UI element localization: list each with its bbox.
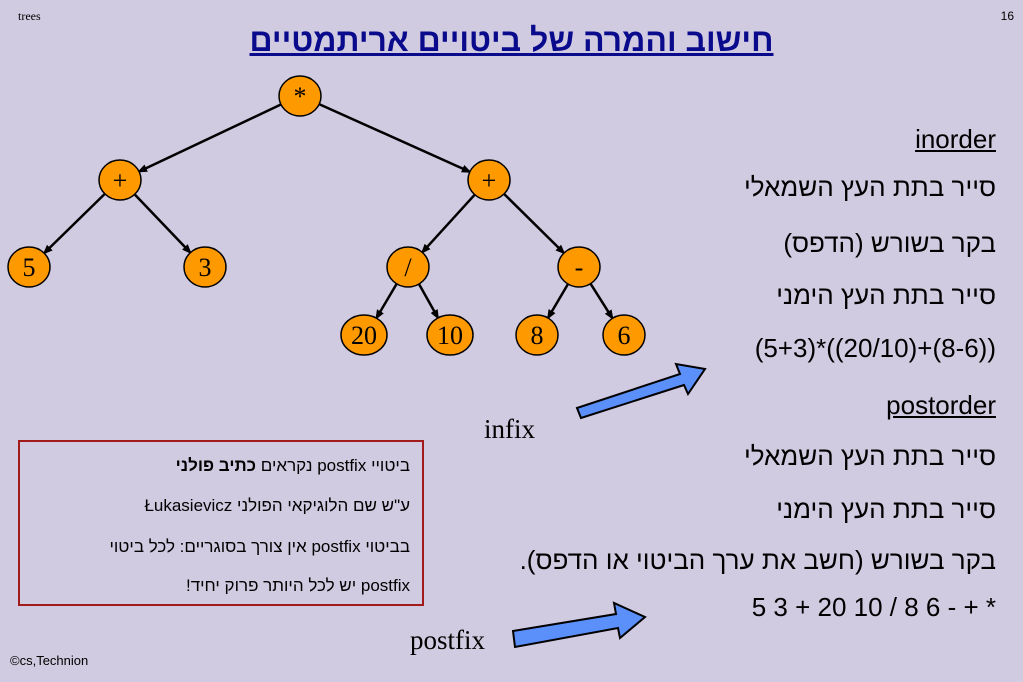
tree-node-label: 8 [531, 321, 544, 350]
tree-edge [502, 192, 566, 255]
tree-edge [588, 282, 615, 321]
tree-node-circle [557, 246, 601, 288]
tree-node-circle [467, 159, 511, 201]
tree-node-circle [278, 75, 322, 117]
tree-node-circle [426, 314, 474, 356]
slide-title: חישוב והמרה של ביטויים אריתמטיים [249, 22, 774, 58]
infix-arrow [575, 362, 707, 420]
tree-node: + [467, 159, 511, 201]
tree-edge [137, 102, 283, 174]
tree-node-label: + [113, 166, 128, 195]
tree-node: 20 [340, 314, 388, 356]
tree-node-circle [386, 246, 430, 288]
tree-edge [317, 102, 472, 174]
note-line-1: ביטויי postfix נקראים כתיב פולני [176, 456, 410, 476]
postorder-step-2: סייר בתת העץ הימני [776, 494, 996, 524]
postfix-arrow [511, 601, 647, 649]
postorder-heading: postorder [886, 390, 996, 420]
inorder-step-1: סייר בתת העץ השמאלי [744, 172, 996, 202]
tree-node-label: + [482, 166, 497, 195]
tree-node-circle [183, 246, 227, 288]
tree-node: 6 [602, 314, 646, 356]
inorder-step-3: סייר בתת העץ הימני [776, 280, 996, 310]
postorder-expression: 5 3 + 20 10 / 8 6 - + * [751, 592, 996, 622]
tree-node-circle [515, 314, 559, 356]
note-line-4: postfix יש לכל היותר פרוק יחיד! [186, 576, 410, 595]
tree-node-label: 20 [351, 321, 377, 350]
inorder-expression: (5+3)*((20/10)+(8-6)) [754, 333, 996, 363]
tree-node-circle [340, 314, 388, 356]
tree-node: - [557, 246, 601, 288]
tree-node-circle [98, 159, 142, 201]
inorder-step-2: בקר בשורש (הדפס) [783, 228, 996, 258]
tree-node-label: - [575, 253, 584, 282]
postorder-step-3: בקר בשורש (חשב את ערך הביטוי או הדפס). [519, 545, 996, 575]
tree-edge [420, 193, 477, 254]
tree-edge [417, 282, 440, 320]
page-number: 16 [1000, 9, 1014, 23]
tree-node-circle [7, 246, 51, 288]
tree-edge [374, 282, 399, 320]
copyright: ©cs,Technion [10, 653, 89, 668]
tree-edge [42, 192, 107, 255]
tree-node: / [386, 246, 430, 288]
tree-edge [546, 282, 570, 320]
tree-node: 10 [426, 314, 474, 356]
tree-node-label: / [404, 253, 412, 282]
polish-notation-note: ביטויי postfix נקראים כתיב פולני ע"ש שם … [18, 440, 424, 606]
tree-node: 8 [515, 314, 559, 356]
tree-node-label: 3 [199, 253, 212, 282]
note-line-3: בביטוי postfix אין צורך בסוגריים: לכל בי… [109, 537, 410, 556]
tree-node-label: * [294, 82, 307, 111]
tree-node: * [278, 75, 322, 117]
tree-node-circle [602, 314, 646, 356]
tree-edge [133, 192, 192, 255]
postfix-label: postfix [410, 625, 486, 655]
inorder-heading: inorder [915, 124, 996, 154]
note-line-1-bold: כתיב פולני [175, 456, 257, 475]
tree-node: + [98, 159, 142, 201]
tree-node-label: 5 [23, 253, 36, 282]
infix-label: infix [484, 414, 535, 444]
topic-label: trees [18, 9, 41, 23]
tree-node: 5 [7, 246, 51, 288]
tree-node-label: 10 [437, 321, 463, 350]
postorder-step-1: סייר בתת העץ השמאלי [744, 441, 996, 471]
tree-node: 3 [183, 246, 227, 288]
tree-node-label: 6 [618, 321, 631, 350]
note-line-2: ע"ש שם הלוגיקאי הפולני Łukasievicz [144, 496, 410, 515]
note-line-1-text: ביטויי postfix נקראים [256, 456, 410, 475]
